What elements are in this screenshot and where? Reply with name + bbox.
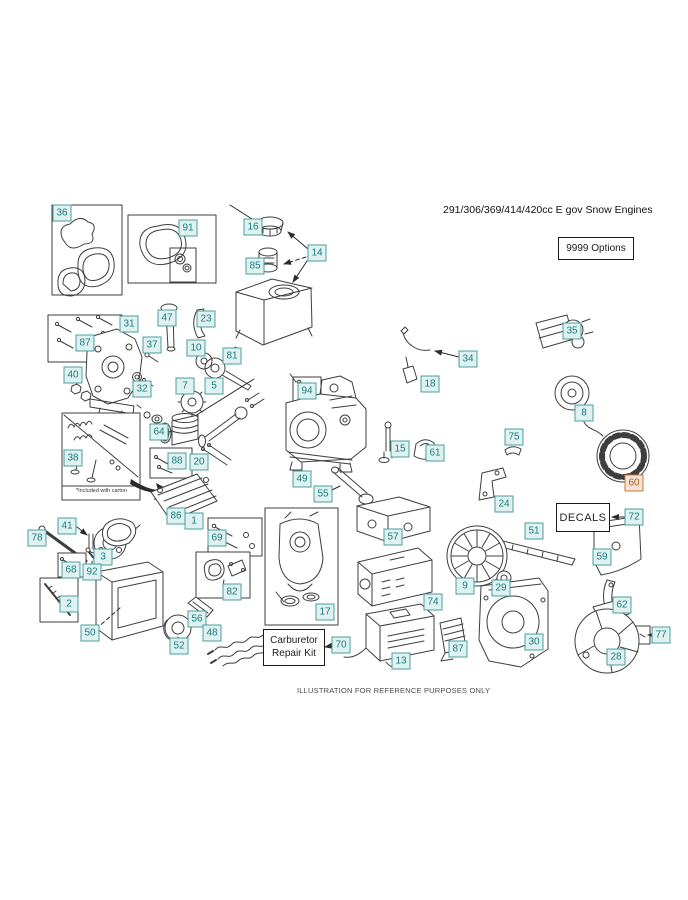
sketch-gasket-kit-36 [51, 204, 123, 297]
part-label-28[interactable]: 28 [606, 648, 626, 666]
sketch-bracket-24 [478, 467, 507, 501]
kit-box-line2: Repair Kit [272, 647, 316, 659]
part-label-74[interactable]: 74 [423, 593, 443, 611]
sketch-pushrods-20 [201, 443, 232, 466]
part-label-10[interactable]: 10 [186, 339, 206, 357]
sketch-gasket-91 [127, 214, 217, 284]
sketch-bracket-51 [500, 540, 576, 566]
part-label-16[interactable]: 16 [243, 218, 263, 236]
part-label-5[interactable]: 5 [204, 377, 224, 395]
sketch-shroud-57 [356, 496, 431, 543]
part-label-78[interactable]: 78 [27, 529, 47, 547]
part-label-23[interactable]: 23 [196, 310, 216, 328]
part-label-9[interactable]: 9 [455, 577, 475, 595]
part-label-41[interactable]: 41 [57, 517, 77, 535]
part-label-14[interactable]: 14 [307, 244, 327, 262]
part-label-82[interactable]: 82 [222, 583, 242, 601]
part-label-35[interactable]: 35 [562, 322, 582, 340]
sketch-recoil-pulley-52 [163, 614, 192, 642]
part-label-1[interactable]: 1 [184, 512, 204, 530]
part-label-88[interactable]: 88 [167, 452, 187, 470]
part-label-51[interactable]: 51 [524, 522, 544, 540]
part-label-18[interactable]: 18 [420, 375, 440, 393]
part-label-48[interactable]: 48 [202, 624, 222, 642]
part-label-55[interactable]: 55 [313, 485, 333, 503]
part-label-91[interactable]: 91 [178, 219, 198, 237]
part-label-69[interactable]: 69 [207, 529, 227, 547]
part-label-15[interactable]: 15 [390, 440, 410, 458]
part-label-37[interactable]: 37 [142, 336, 162, 354]
part-label-50[interactable]: 50 [80, 624, 100, 642]
sketch-plug-boot-18 [402, 356, 418, 384]
part-label-30[interactable]: 30 [524, 633, 544, 651]
sketch-valves-64 [136, 404, 163, 424]
sketch-flywheel-9 [446, 525, 508, 587]
part-label-31[interactable]: 31 [119, 315, 139, 333]
part-label-72[interactable]: 72 [624, 508, 644, 526]
carburetor-repair-kit-box: Carburetor Repair Kit [263, 629, 325, 666]
part-label-24[interactable]: 24 [494, 495, 514, 513]
part-label-75[interactable]: 75 [504, 428, 524, 446]
part-label-36[interactable]: 36 [52, 204, 72, 222]
sketch-pulley-8 [554, 375, 590, 411]
sketch-governor-shaft-15 [378, 421, 393, 463]
included-note: *Included with carton [75, 488, 128, 494]
sketch-plug-wire-34 [400, 326, 431, 351]
part-label-52[interactable]: 52 [169, 637, 189, 655]
part-label-92[interactable]: 92 [82, 563, 102, 581]
part-label-8[interactable]: 8 [574, 404, 594, 422]
part-label-34[interactable]: 34 [458, 350, 478, 368]
part-label-87[interactable]: 87 [75, 334, 95, 352]
part-label-29[interactable]: 29 [491, 579, 511, 597]
sketch-nuts-40 [70, 383, 92, 402]
part-label-7[interactable]: 7 [175, 377, 195, 395]
part-label-85[interactable]: 85 [245, 257, 265, 275]
part-label-47[interactable]: 47 [157, 309, 177, 327]
sketch-clip-75 [504, 446, 522, 456]
part-label-70[interactable]: 70 [331, 636, 351, 654]
part-label-62[interactable]: 62 [612, 596, 632, 614]
part-label-61[interactable]: 61 [425, 444, 445, 462]
part-label-68[interactable]: 68 [61, 561, 81, 579]
part-label-86[interactable]: 86 [166, 507, 186, 525]
decals-box: DECALS [556, 503, 610, 532]
sketch-piston-rod-5 [158, 378, 265, 448]
part-label-56[interactable]: 56 [187, 610, 207, 628]
part-label-40[interactable]: 40 [63, 366, 83, 384]
part-label-20[interactable]: 20 [189, 453, 209, 471]
part-label-57[interactable]: 57 [383, 528, 403, 546]
part-label-87[interactable]: 87 [448, 640, 468, 658]
part-label-32[interactable]: 32 [132, 380, 152, 398]
sketch-stator-60 [577, 413, 650, 483]
sketch-engine-block-49 [285, 373, 367, 473]
part-label-81[interactable]: 81 [222, 347, 242, 365]
part-label-59[interactable]: 59 [592, 548, 612, 566]
sketch-muffler-74 [357, 547, 433, 607]
sketch-blower-housing-30 [478, 577, 549, 668]
sketch-oil-tube-55 [329, 466, 374, 505]
part-label-13[interactable]: 13 [391, 652, 411, 670]
page-title: 291/306/369/414/420cc E gov Snow Engines [443, 204, 653, 216]
options-box[interactable]: 9999 Options [558, 237, 634, 260]
reference-note: ILLUSTRATION FOR REFERENCE PURPOSES ONLY [297, 686, 491, 695]
sketch-screw-37 [144, 352, 159, 363]
part-label-94[interactable]: 94 [297, 382, 317, 400]
part-label-49[interactable]: 49 [292, 470, 312, 488]
kit-box-line1: Carburetor [270, 635, 318, 646]
sketch-air-box-13 [343, 603, 435, 668]
part-label-3[interactable]: 3 [93, 548, 113, 566]
sketch-belt-cover-50 [95, 561, 164, 641]
part-label-17[interactable]: 17 [315, 603, 335, 621]
sketch-fuel-tank-14 [235, 278, 313, 346]
part-label-77[interactable]: 77 [651, 626, 671, 644]
part-label-60[interactable]: 60 [624, 474, 644, 492]
part-label-38[interactable]: 38 [63, 449, 83, 467]
part-label-2[interactable]: 2 [59, 595, 79, 613]
sketch-gasket-near-41 [101, 518, 137, 547]
part-label-64[interactable]: 64 [149, 423, 169, 441]
